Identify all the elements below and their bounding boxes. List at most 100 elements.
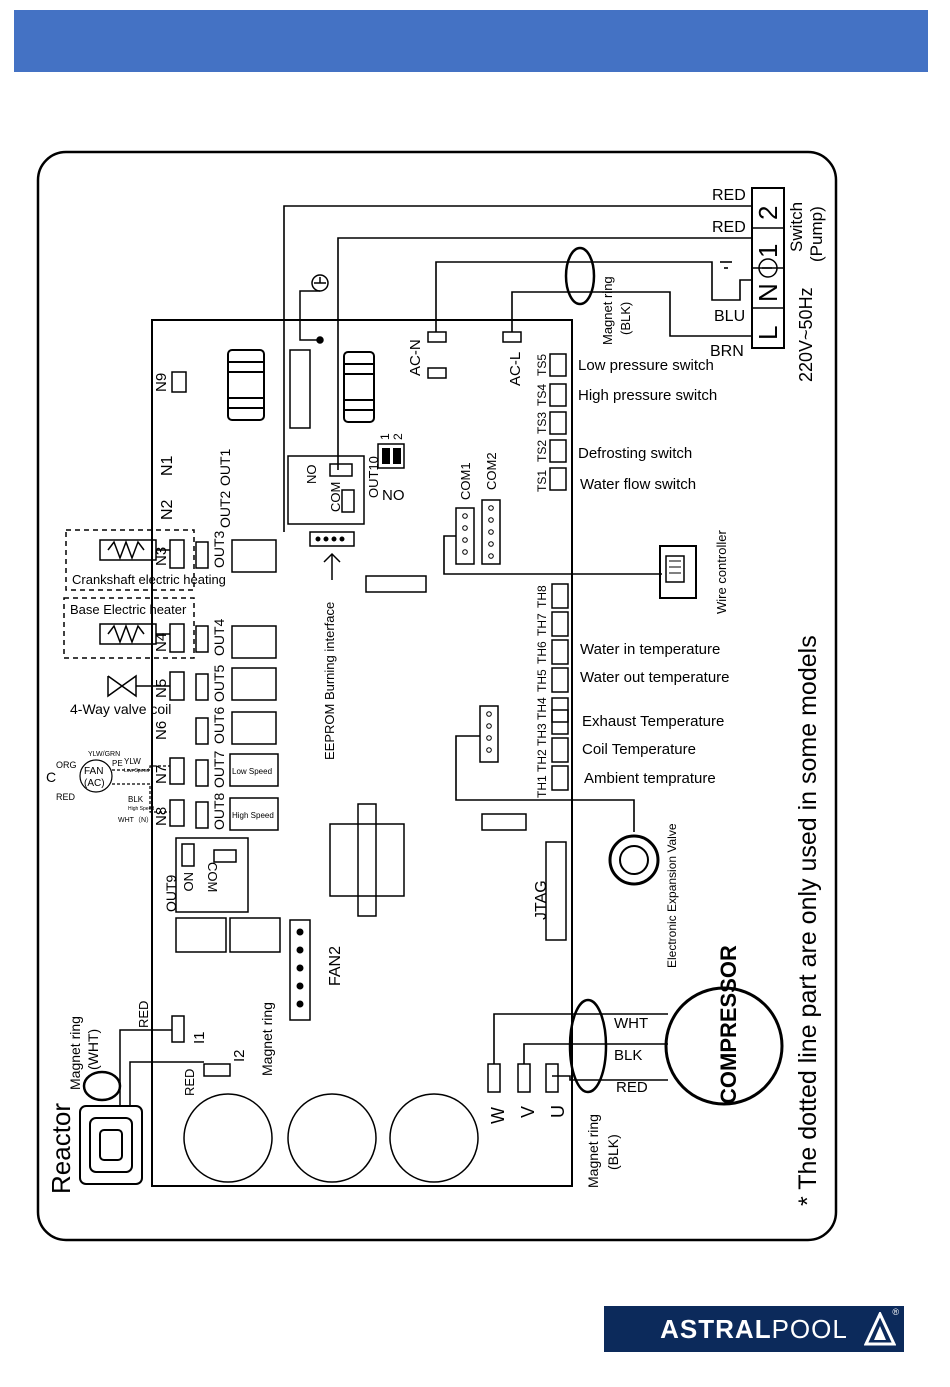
ac-l-connector: [502, 331, 522, 343]
out10-dip-switch: [377, 443, 405, 469]
out5-relay: [231, 667, 277, 701]
reactor-red-bottom-label: RED: [182, 1069, 197, 1096]
pcb-chip-2: [481, 813, 527, 831]
eeprom-label: EEPROM Burning interface: [322, 602, 337, 760]
out7-connector: [195, 759, 209, 787]
out9-com-label: COM: [205, 862, 220, 892]
ts1-label: TS1: [535, 470, 549, 492]
coil-inductor-1-icon: [227, 349, 265, 421]
fan2-connector: [289, 919, 311, 1021]
out4-label: OUT4: [211, 618, 227, 656]
coil-temp-label: Coil Temperature: [582, 741, 696, 758]
exhaust-temp-label: Exhaust Temperature: [582, 713, 724, 730]
base-heater-icon: [99, 623, 170, 645]
pcb-relay-b: [229, 917, 281, 953]
th3-label: TH3: [535, 723, 549, 746]
jtag-connector: [545, 841, 567, 941]
power-terminal-block: 2 1 N L Switch (Pump) 220V~50Hz: [751, 187, 826, 382]
wire-controller-label: Wire controller: [714, 530, 729, 614]
fan-motor-icon: [79, 759, 170, 813]
wire-red-1-label: RED: [712, 187, 746, 204]
w-connector: [487, 1063, 501, 1093]
low-speed-label: Low Speed: [232, 767, 272, 776]
i1-label: I1: [191, 1031, 208, 1044]
relay-com-label: COM: [328, 482, 343, 512]
v-connector: [517, 1063, 531, 1093]
jtag-label: JTAG: [533, 880, 550, 920]
capacitor-3-icon: [389, 1093, 479, 1183]
compressor-wires: [493, 1013, 668, 1081]
th4-label: TH4: [535, 697, 549, 720]
out7-relay: [229, 753, 279, 787]
n4-label: N4: [153, 633, 170, 652]
n5-connector: [169, 671, 185, 701]
compressor-ring-label-2: (BLK): [605, 1134, 621, 1170]
ts3-label: TS3: [535, 412, 549, 434]
crankshaft-heating-label: Crankshaft electric heating: [72, 572, 226, 587]
out6-connector: [195, 717, 209, 745]
th6-label: TH6: [535, 641, 549, 664]
th1-label: TH1: [535, 775, 549, 798]
eev-label: Electronic Expansion Valve: [665, 823, 679, 968]
power-magnet-ring-icon: [564, 246, 596, 306]
logo-text-part-a: ASTRAL: [660, 1313, 772, 1344]
fan-ylwgrn-label: YLW/GRN: [88, 751, 120, 758]
out8-label: OUT8: [211, 792, 227, 830]
out2-label: OUT2: [217, 490, 233, 528]
four-way-valve-icon: [107, 674, 170, 698]
power-ring-label-2: (BLK): [618, 302, 633, 335]
ground-terminal-icon: [758, 258, 778, 278]
i2-connector: [203, 1063, 231, 1077]
reactor-red-top-label: RED: [136, 1001, 151, 1028]
v-label: V: [518, 1106, 538, 1118]
com1-label: COM1: [458, 462, 473, 500]
out3-relay: [231, 539, 277, 573]
u-connector: [545, 1063, 559, 1093]
out6-label: OUT6: [211, 706, 227, 744]
fan-blk-sub-label: High Speed: [128, 806, 154, 812]
terminal-n-label: N: [753, 283, 783, 302]
relay-no-label: NO: [304, 465, 319, 485]
terminal-2-label: 2: [753, 206, 783, 220]
dip-2-label: 2: [391, 433, 405, 440]
pcb-relay-a: [175, 917, 227, 953]
eeprom-connector: [309, 531, 355, 547]
w-label: W: [488, 1107, 508, 1124]
base-heater-dotted-area: [63, 597, 195, 659]
n3-connector: [169, 539, 185, 569]
defrosting-switch-label: Defrosting switch: [578, 445, 692, 462]
n7-label: N7: [153, 765, 170, 784]
wire-controller-box: [659, 545, 697, 599]
wire-controller-cable: [443, 535, 662, 575]
out6-relay: [231, 711, 277, 745]
out3-connector: [195, 541, 209, 569]
compressor-blk-label: BLK: [614, 1047, 642, 1064]
high-pressure-switch-label: High pressure switch: [578, 387, 717, 404]
pcb-component-1: [289, 349, 311, 429]
ts4-label: TS4: [535, 384, 549, 406]
th2-label: TH2: [535, 749, 549, 772]
fan-ac-label: (AC): [84, 778, 105, 789]
footnote: * The dotted line part are only used in …: [794, 635, 822, 1206]
n8-label: N8: [153, 807, 170, 826]
i2-label: I2: [231, 1049, 248, 1062]
water-flow-switch-label: Water flow switch: [580, 476, 696, 493]
high-speed-label: High Speed: [232, 811, 274, 820]
logo-registered-mark: ®: [892, 1307, 900, 1317]
power-wires: [283, 205, 752, 532]
water-out-temp-label: Water out temperature: [580, 669, 730, 686]
out4-connector: [195, 625, 209, 653]
eev-connector: [479, 705, 499, 763]
out3-label: OUT3: [211, 530, 227, 568]
out10-no-label: NO: [382, 487, 405, 504]
fan-wht-label: WHT（N）: [118, 816, 153, 824]
compressor-magnet-ring-icon: [568, 998, 608, 1094]
u-label: U: [548, 1105, 568, 1118]
n8-connector: [169, 799, 185, 827]
reactor-title: Reactor: [46, 1103, 76, 1194]
compressor-red-label: RED: [616, 1079, 648, 1096]
reactor-ring-label-2: (WHT): [85, 1029, 101, 1070]
fan-org-label: ORG: [56, 760, 77, 770]
diagram-outer-frame: [36, 150, 838, 1242]
pcb-board: [151, 319, 573, 1187]
